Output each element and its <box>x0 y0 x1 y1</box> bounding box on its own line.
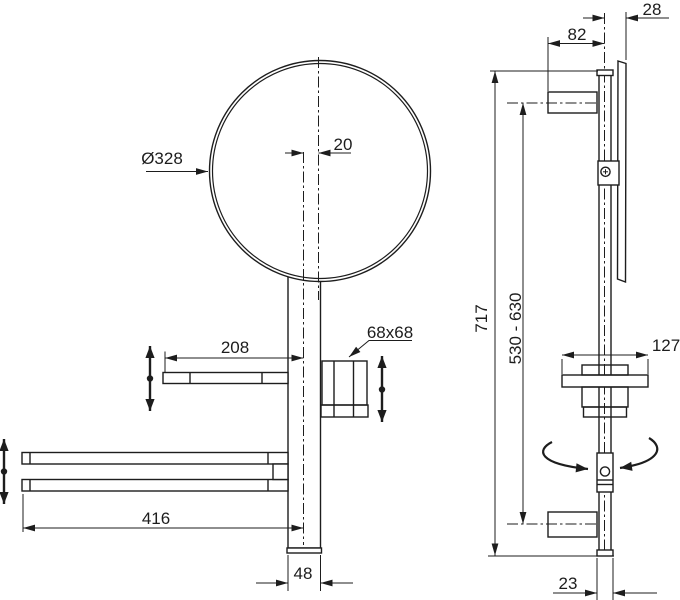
dim-total-height: 717 <box>472 70 614 557</box>
dim-mirror-diameter-label: Ø328 <box>141 149 183 168</box>
dim-shelf-width-label: 208 <box>221 338 249 357</box>
dim-column-depth: 23 <box>553 558 657 600</box>
height-adjust-arrow-rails <box>0 439 9 504</box>
dim-total-height-label: 717 <box>472 304 491 332</box>
column-top-cap <box>596 69 614 77</box>
dim-center-offset-label: 20 <box>334 135 353 154</box>
dim-shelf-width: 208 <box>164 338 304 372</box>
towel-rails-front <box>21 451 289 492</box>
shelf-front <box>162 371 289 385</box>
side-view: 28 82 717 530 - 630 127 <box>472 0 680 600</box>
dim-mount-height-range: 530 - 630 <box>506 102 597 525</box>
swivel-arrow-left <box>542 441 589 473</box>
swivel-arrow-right <box>619 437 659 471</box>
dim-column-depth-label: 23 <box>559 574 578 593</box>
column-bottom-cap <box>596 549 614 557</box>
dim-column-width-label: 48 <box>294 564 313 583</box>
dim-rail-length-label: 416 <box>142 509 170 528</box>
mirror-front <box>208 59 432 283</box>
dim-bracket-projection-label: 82 <box>568 25 587 44</box>
dim-shelf-depth: 127 <box>561 336 680 374</box>
cup-side <box>581 364 629 418</box>
mirror-side <box>616 60 627 284</box>
dim-shelf-depth-label: 127 <box>652 336 680 355</box>
label-cup-size: 68x68 <box>348 323 413 358</box>
cup-front <box>320 360 369 418</box>
dim-mirror-to-column: 28 <box>583 0 669 60</box>
height-adjust-arrow-cup <box>377 356 387 422</box>
dim-mirror-diameter: Ø328 <box>141 149 208 175</box>
rail-hub <box>272 463 289 481</box>
dim-rail-length: 416 <box>22 494 304 532</box>
front-view: Ø328 20 208 68x68 416 <box>0 57 432 591</box>
dim-column-width: 48 <box>256 555 353 591</box>
dim-center-offset: 20 <box>285 135 353 157</box>
dim-mount-height-range-label: 530 - 630 <box>506 293 525 365</box>
swivel-joint <box>596 452 614 493</box>
column-end-cap-front <box>286 547 323 554</box>
height-adjust-arrow-shelf <box>145 346 155 411</box>
dim-bracket-projection: 82 <box>547 25 605 91</box>
dim-mirror-to-column-label: 28 <box>643 0 662 19</box>
mirror-clamp <box>597 160 620 186</box>
shelf-side <box>561 374 649 388</box>
joint-pivot-icon <box>599 466 611 477</box>
label-cup-size-text: 68x68 <box>367 323 413 342</box>
